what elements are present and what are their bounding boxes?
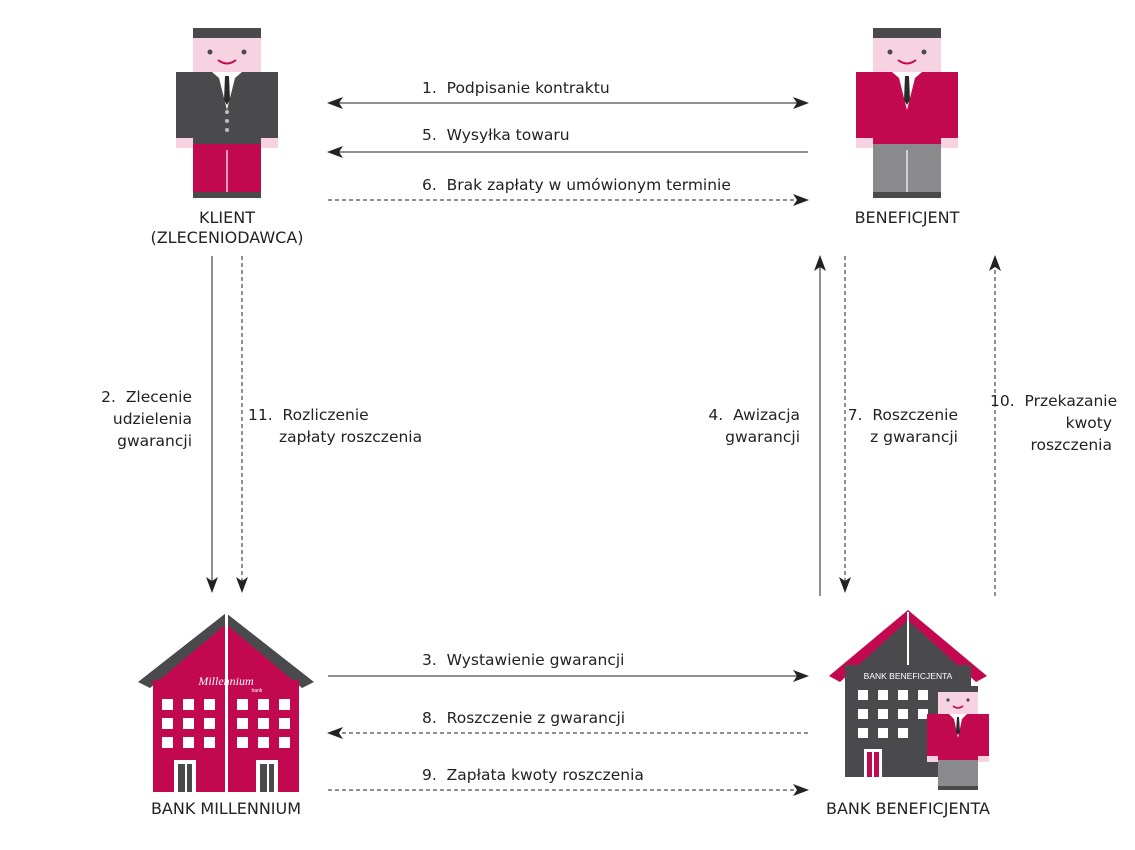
step-1-text: Podpisanie kontraktu — [446, 79, 610, 97]
step-4-line1: Awizacja — [733, 406, 800, 424]
step-11-label: 11. Rozliczenie zapłaty roszczenia — [248, 404, 438, 448]
step-3-label: 3. Wystawienie gwarancji — [422, 650, 625, 670]
step-8-label: 8. Roszczenie z gwarancji — [422, 708, 625, 728]
step-7-label: 7. Roszczenie z gwarancji — [838, 404, 958, 448]
step-6-label: 6. Brak zapłaty w umówionym terminie — [422, 175, 731, 195]
step-10-line2: kwoty — [1065, 414, 1112, 432]
step-11-line2: zapłaty roszczenia — [279, 428, 423, 446]
bank-millennium-sign: Millennium — [197, 674, 254, 688]
step-9-text: Zapłata kwoty roszczenia — [446, 766, 644, 784]
step-2-line2: udzielenia — [112, 410, 192, 428]
step-4-line2: gwarancji — [725, 428, 800, 446]
client-label-line2: (ZLECENIODAWCA) — [150, 228, 304, 247]
bank-millennium-building: Millennium bank — [138, 613, 314, 793]
step-4-number: 4. — [708, 406, 724, 424]
step-9-label: 9. Zapłata kwoty roszczenia — [422, 765, 644, 785]
step-5-label: 5. Wysyłka towaru — [422, 125, 570, 145]
bank-beneficjenta-sign: BANK BENEFICJENTA — [864, 671, 953, 681]
step-9-number: 9. — [422, 766, 437, 784]
step-7-line1: Roszczenie — [872, 406, 958, 424]
client-figure — [176, 28, 278, 198]
client-label-line1: KLIENT — [199, 208, 255, 227]
step-11-line1: Rozliczenie — [282, 406, 369, 424]
step-1-number: 1. — [422, 79, 437, 97]
step-3-number: 3. — [422, 651, 437, 669]
step-3-text: Wystawienie gwarancji — [446, 651, 625, 669]
step-10-label: 10. Przekazanie kwoty roszczenia — [990, 390, 1117, 456]
step-6-number: 6. — [422, 176, 437, 194]
step-2-line1: Zlecenie — [125, 388, 192, 406]
step-7-line2: z gwarancji — [870, 428, 958, 446]
step-2-label: 2. Zlecenie udzielenia gwarancji — [70, 386, 192, 452]
beneficiary-figure — [856, 28, 958, 198]
step-10-line1: Przekazanie — [1024, 392, 1118, 410]
bank-beneficjenta-label: BANK BENEFICJENTA — [826, 799, 990, 818]
bank-beneficjenta-building: BANK BENEFICJENTA — [829, 610, 989, 790]
step-5-number: 5. — [422, 126, 437, 144]
step-8-text: Roszczenie z gwarancji — [446, 709, 626, 727]
step-5-text: Wysyłka towaru — [446, 126, 570, 144]
step-4-label: 4. Awizacja gwarancji — [680, 404, 800, 448]
bank-millennium-label: BANK MILLENNIUM — [150, 799, 302, 818]
step-1-label: 1. Podpisanie kontraktu — [422, 78, 610, 98]
bank-millennium-sign-sub: bank — [252, 688, 263, 694]
step-6-text: Brak zapłaty w umówionym terminie — [446, 176, 731, 194]
client-label: KLIENT (ZLECENIODAWCA) — [147, 208, 307, 248]
beneficiary-label: BENEFICJENT — [854, 208, 960, 227]
step-7-number: 7. — [847, 406, 863, 424]
step-2-number: 2. — [101, 388, 116, 406]
step-11-number: 11. — [248, 406, 273, 424]
step-8-number: 8. — [422, 709, 437, 727]
step-2-line3: gwarancji — [117, 432, 192, 450]
step-10-number: 10. — [990, 392, 1015, 410]
step-10-line3: roszczenia — [1030, 436, 1112, 454]
